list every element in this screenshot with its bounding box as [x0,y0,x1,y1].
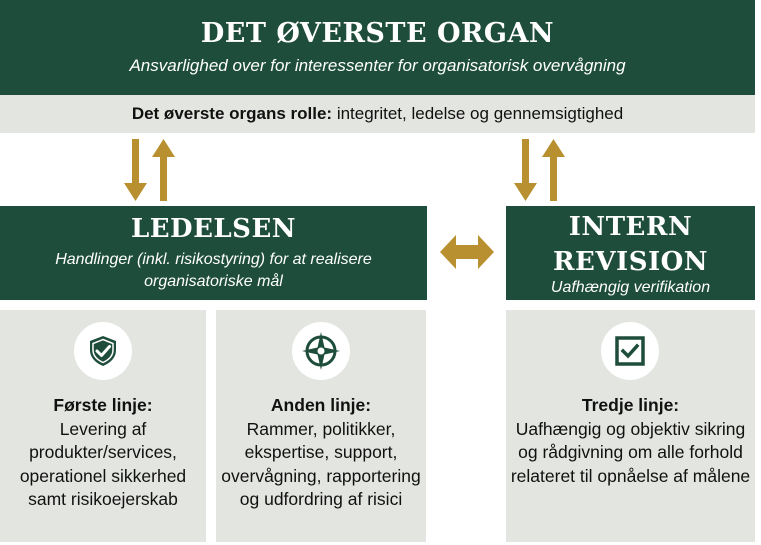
governing-body-box [0,0,755,95]
role-bar-text: integritet, ledelse og gennemsigtighed [332,104,624,123]
second-line-heading: Anden linje: [270,395,372,415]
third-line-heading: Tredje linje: [581,395,680,415]
shield-check-icon [74,322,132,380]
management-vertical-arrows-icon [124,139,175,201]
internal-audit-title: INTERN REVISION [552,212,709,277]
management-subtitle: Handlinger (inkl. risikostyring) for at … [55,251,372,290]
third-line-text: Tredje linje: Uafhængig og objektiv sikr… [506,394,755,488]
audit-vertical-arrows-icon [514,139,565,201]
first-line-text: Første linje: Levering af produkter/serv… [0,394,206,512]
internal-audit-box [506,206,755,300]
first-line-description: Levering af produkter/services, operatio… [19,418,187,510]
first-line-heading: Første linje: [53,395,153,415]
role-bar-label: Det øverste organs rolle: [131,104,333,123]
governing-body-subtitle: Ansvarlighed over for interessenter for … [129,56,626,75]
governing-body-title: DET ØVERSTE ORGAN [200,18,555,49]
second-line-description: Rammer, politikker, ekspertise, support,… [221,418,421,510]
horizontal-double-arrow-icon [440,235,494,269]
management-box [0,206,427,300]
second-line-text: Anden linje: Rammer, politikker, ekspert… [216,394,426,512]
compass-icon [292,322,350,380]
internal-audit-subtitle: Uafhængig verifikation [550,279,711,296]
checkbox-icon [601,322,659,380]
management-title: LEDELSEN [130,214,297,244]
role-bar: Det øverste organs rolle: integritet, le… [0,95,755,133]
third-line-description: Uafhængig og objektiv sikring og rådgivn… [510,418,751,486]
